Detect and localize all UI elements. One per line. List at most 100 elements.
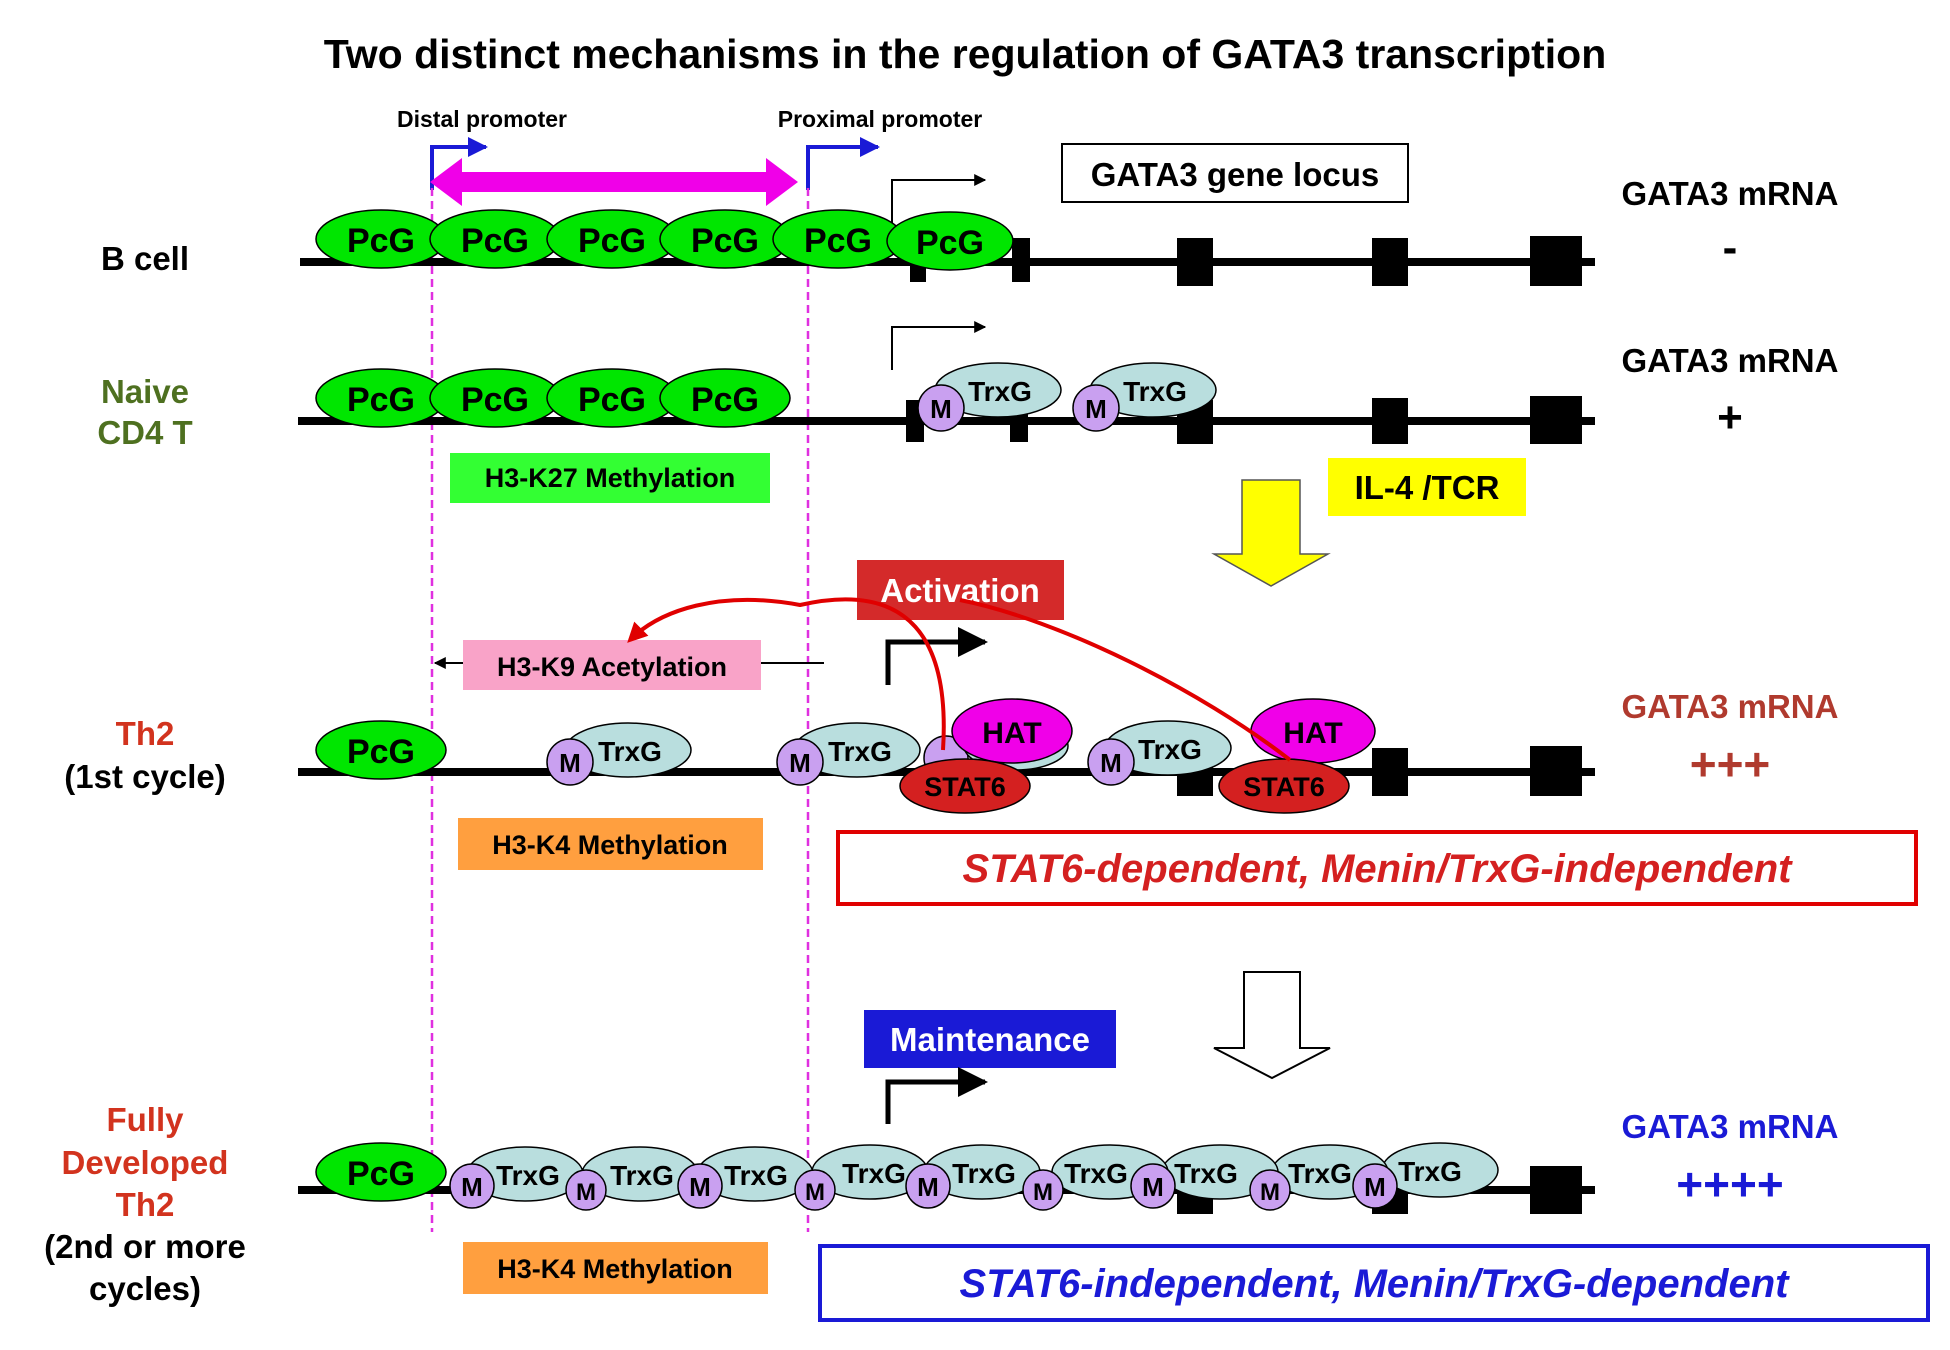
pcg-protein: PcG xyxy=(772,209,904,269)
svg-text:TrxG: TrxG xyxy=(496,1160,560,1191)
svg-text:PcG: PcG xyxy=(347,733,415,771)
trxg-complex: TrxG xyxy=(466,1146,584,1202)
svg-text:TrxG: TrxG xyxy=(1138,734,1202,765)
il4-tcr-label: IL-4 /TCR xyxy=(1355,469,1500,506)
svg-text:HAT: HAT xyxy=(982,717,1041,750)
svg-text:PcG: PcG xyxy=(347,381,415,419)
trxg-complex: TrxG xyxy=(811,1144,929,1200)
trxg-complex: TrxG xyxy=(1089,362,1217,418)
hat-protein: HAT xyxy=(1250,698,1376,764)
menin-m: M xyxy=(917,384,965,432)
exon xyxy=(1372,238,1408,286)
row-label-th2-line2: (1st cycle) xyxy=(64,758,225,795)
distal-promoter-label: Distal promoter xyxy=(397,106,567,132)
pcg-protein: PcG xyxy=(315,209,447,269)
svg-text:PcG: PcG xyxy=(804,222,872,260)
pcg-protein: PcG xyxy=(429,368,561,428)
exon xyxy=(1530,746,1582,796)
tss-arrow xyxy=(891,174,987,228)
pcg-protein: PcG xyxy=(659,368,791,428)
hat-protein: HAT xyxy=(951,698,1073,764)
svg-text:TrxG: TrxG xyxy=(1064,1158,1128,1189)
promoter-double-arrow xyxy=(430,158,798,206)
pcg-protein: PcG xyxy=(315,720,447,780)
menin-m: M xyxy=(1249,1169,1291,1211)
mrna-level-b-cell: - xyxy=(1723,223,1738,272)
svg-text:PcG: PcG xyxy=(691,381,759,419)
trxg-complex: TrxG xyxy=(923,1144,1041,1200)
exon xyxy=(1530,396,1582,444)
menin-m: M xyxy=(794,1169,836,1211)
proximal-promoter-arrow xyxy=(806,137,880,190)
trxg-complex: TrxG xyxy=(793,722,921,778)
mrna-level-th2-full: ++++ xyxy=(1676,1158,1783,1210)
exon xyxy=(1530,236,1582,286)
trxg-complex: TrxG xyxy=(696,1146,814,1202)
svg-text:TrxG: TrxG xyxy=(952,1158,1016,1189)
tss-arrow xyxy=(891,321,987,370)
mechanism-label-stat6-dependent: STAT6-dependent, Menin/TrxG-independent xyxy=(963,847,1794,891)
svg-text:M: M xyxy=(1100,748,1122,778)
svg-text:M: M xyxy=(805,1179,825,1206)
svg-text:TrxG: TrxG xyxy=(1123,376,1187,407)
distal-promoter-arrow xyxy=(430,137,488,190)
h3k4-methylation-label: H3-K4 Methylation xyxy=(492,830,728,860)
gata3-locus-box xyxy=(1061,143,1409,203)
pcg-protein: PcG xyxy=(315,368,447,428)
svg-text:PcG: PcG xyxy=(578,381,646,419)
h3k4-methylation-label: H3-K4 Methylation xyxy=(497,1254,733,1284)
row-label-naive-line1: Naive xyxy=(101,373,189,410)
page-title: Two distinct mechanisms in the regulatio… xyxy=(324,31,1607,77)
row-th2-first-cycle: Th2 (1st cycle) H3-K9 Acetylation PcG Tr… xyxy=(64,597,1918,906)
row-label-th2-line1: Th2 xyxy=(116,715,175,752)
svg-text:PcG: PcG xyxy=(691,222,759,260)
gata3-locus-label: GATA3 gene locus xyxy=(1091,156,1380,193)
svg-text:PcG: PcG xyxy=(578,222,646,260)
pcg-protein: PcG xyxy=(886,211,1014,271)
pcg-protein: PcG xyxy=(546,368,678,428)
row-th2-fully-developed: Fully Developed Th2 (2nd or more cycles)… xyxy=(44,1067,1930,1322)
mrna-label-naive: GATA3 mRNA xyxy=(1622,342,1839,379)
svg-text:PcG: PcG xyxy=(461,381,529,419)
svg-text:TrxG: TrxG xyxy=(724,1160,788,1191)
pcg-protein: PcG xyxy=(315,1142,447,1202)
svg-text:TrxG: TrxG xyxy=(828,736,892,767)
mrna-label-b-cell: GATA3 mRNA xyxy=(1622,175,1839,212)
row-label-th2-full-line3: Th2 xyxy=(116,1186,175,1223)
h3k9-acetylation-label: H3-K9 Acetylation xyxy=(497,652,727,682)
mechanism-box-menin-dependent xyxy=(818,1244,1930,1322)
row-label-th2-full-line4: (2nd or more xyxy=(44,1228,246,1265)
il4-tcr-box xyxy=(1328,458,1526,516)
menin-m: M xyxy=(677,1163,723,1209)
svg-text:M: M xyxy=(1260,1179,1280,1206)
svg-text:PcG: PcG xyxy=(916,224,984,262)
activation-curve xyxy=(627,597,946,751)
menin-m: M xyxy=(565,1169,607,1211)
svg-text:TrxG: TrxG xyxy=(1174,1158,1238,1189)
svg-text:STAT6: STAT6 xyxy=(1243,772,1325,802)
svg-text:M: M xyxy=(1033,1179,1053,1206)
svg-text:TrxG: TrxG xyxy=(842,1158,906,1189)
menin-m: M xyxy=(776,738,824,786)
h3k4-methylation-box xyxy=(463,1242,768,1294)
svg-text:TrxG: TrxG xyxy=(1288,1158,1352,1189)
svg-text:M: M xyxy=(461,1172,483,1202)
svg-text:M: M xyxy=(930,394,952,424)
trxg-complex: TrxG xyxy=(564,722,692,778)
svg-text:TrxG: TrxG xyxy=(598,736,662,767)
svg-text:M: M xyxy=(689,1172,711,1202)
pcg-protein: PcG xyxy=(546,209,678,269)
menin-m: M xyxy=(1072,384,1120,432)
row-label-naive-line2: CD4 T xyxy=(97,414,192,451)
svg-text:PcG: PcG xyxy=(347,1155,415,1193)
svg-text:M: M xyxy=(559,748,581,778)
pcg-protein: PcG xyxy=(429,209,561,269)
svg-text:PcG: PcG xyxy=(461,222,529,260)
svg-text:HAT: HAT xyxy=(1283,717,1342,750)
svg-text:M: M xyxy=(917,1172,939,1202)
exon xyxy=(1012,238,1030,282)
activation-label: Activation xyxy=(880,572,1040,609)
menin-m: M xyxy=(1130,1163,1176,1209)
svg-text:TrxG: TrxG xyxy=(610,1160,674,1191)
